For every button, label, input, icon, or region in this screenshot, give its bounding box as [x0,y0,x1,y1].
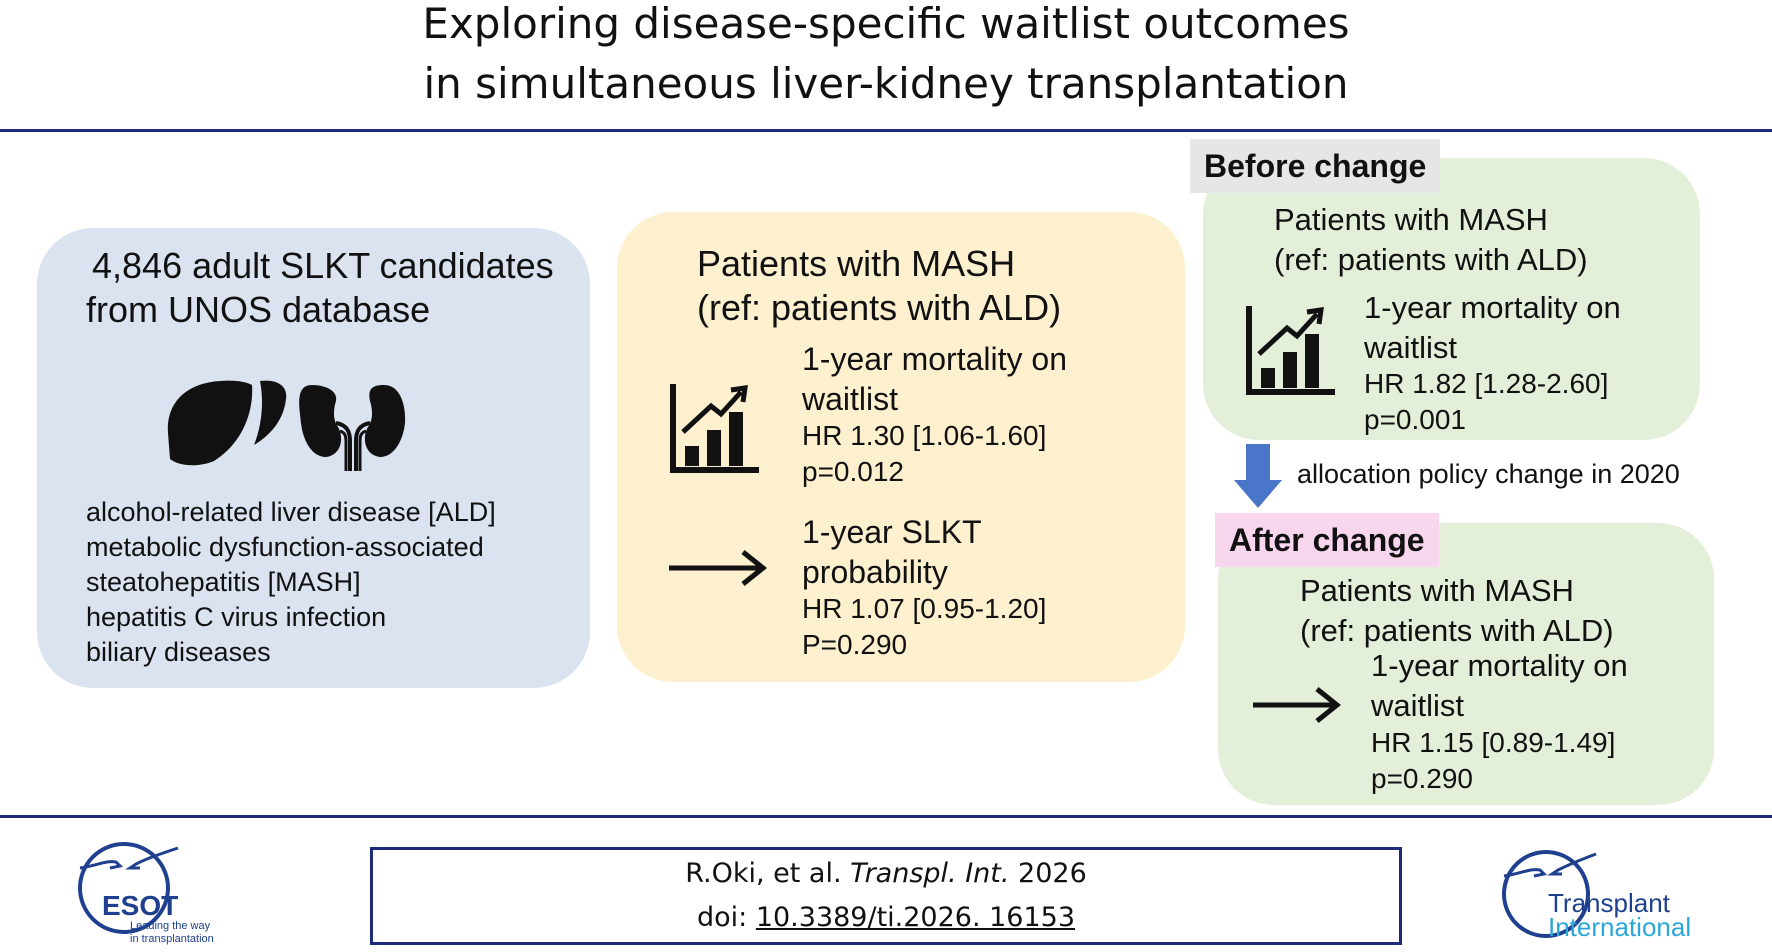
before-mortality-label-line-1: 1-year mortality on [1364,290,1621,325]
hands-logo-icon [1502,850,1597,938]
ti-name-line-1: Transplant [1548,888,1670,918]
cohort-heading-line-2: from UNOS database [86,289,431,330]
title-line-1: Exploring disease-specific waitlist outc… [422,0,1350,48]
top-divider [0,129,1772,132]
overall-heading-line-1: Patients with MASH [697,243,1016,284]
before-heading-line-2: (ref: patients with ALD) [1274,242,1588,277]
ti-name-line-2: International [1548,912,1692,942]
citation-box: R.Oki, et al. Transpl. Int. 2026 doi: 10… [370,847,1402,945]
after-mortality-label-line-1: 1-year mortality on [1371,648,1628,683]
overall-slkt-hr: HR 1.07 [0.95-1.20] [802,593,1047,624]
overall-mortality-p: p=0.012 [802,456,904,487]
overall-mortality-label-line-2: waitlist [802,381,899,417]
before-heading-line-1: Patients with MASH [1274,202,1548,237]
disease-item-hcv: hepatitis C virus infection [86,602,387,632]
increasing-chart-icon [1246,306,1335,395]
hands-logo-icon [78,842,179,934]
esot-name: ESOT [102,890,179,921]
overall-slkt-label-line-1: 1-year SLKT [802,514,982,550]
overall-mortality-hr: HR 1.30 [1.06-1.60] [802,420,1047,451]
citation-line: R.Oki, et al. Transpl. Int. 2026 [373,858,1399,889]
title-line-2: in simultaneous liver-kidney transplanta… [423,59,1349,108]
cohort-panel [37,228,590,688]
doi-line: doi: 10.3389/ti.2026. 16153 [373,902,1399,933]
citation-year: 2026 [1018,858,1087,889]
right-arrow-icon [1253,687,1342,723]
after-mortality-p: p=0.290 [1371,763,1473,794]
after-mortality-label-line-2: waitlist [1371,688,1465,723]
transplant-international-logo: Transplant International [1500,846,1730,946]
before-change-tag: Before change [1190,139,1441,193]
doi-link[interactable]: 10.3389/ti.2026. 16153 [755,902,1076,933]
policy-change-label: allocation policy change in 2020 [1297,459,1680,489]
doi-prefix: doi: [696,902,748,933]
disease-item-ald: alcohol-related liver disease [ALD] [86,497,496,527]
before-mortality-label-line-2: waitlist [1364,330,1458,365]
overall-slkt-p: P=0.290 [802,629,908,660]
increasing-chart-icon [670,384,759,473]
after-change-panel [1218,523,1714,805]
before-mortality-p: p=0.001 [1364,404,1466,435]
overall-slkt-label-line-2: probability [802,554,948,590]
right-arrow-icon [669,550,768,586]
after-mortality-hr: HR 1.15 [0.89-1.49] [1371,727,1616,758]
overall-heading-line-2: (ref: patients with ALD) [697,287,1062,328]
esot-logo: ESOT Leading the way in transplantation [74,838,244,948]
liver-kidney-icon [167,380,406,471]
after-change-tag: After change [1215,513,1439,567]
citation-authors: R.Oki, et al. [685,858,842,889]
before-mortality-hr: HR 1.82 [1.28-2.60] [1364,368,1609,399]
bottom-divider [0,815,1772,818]
after-heading-line-1: Patients with MASH [1300,573,1574,608]
citation-journal: Transpl. Int. [850,858,1010,889]
disease-item-mash-line-2: steatohepatitis [MASH] [86,567,361,597]
after-heading-line-2: (ref: patients with ALD) [1300,613,1614,648]
cohort-heading-line-1: 4,846 adult SLKT candidates [92,245,554,286]
overall-mortality-label-line-1: 1-year mortality on [802,341,1067,377]
esot-tagline-line-1: Leading the way [130,920,211,932]
disease-item-biliary: biliary diseases [86,637,271,667]
infographic-title: Exploring disease-specific waitlist outc… [0,0,1772,114]
down-arrow-icon [1234,444,1282,508]
esot-tagline-line-2: in transplantation [130,933,214,945]
disease-item-mash-line-1: metabolic dysfunction-associated [86,532,484,562]
